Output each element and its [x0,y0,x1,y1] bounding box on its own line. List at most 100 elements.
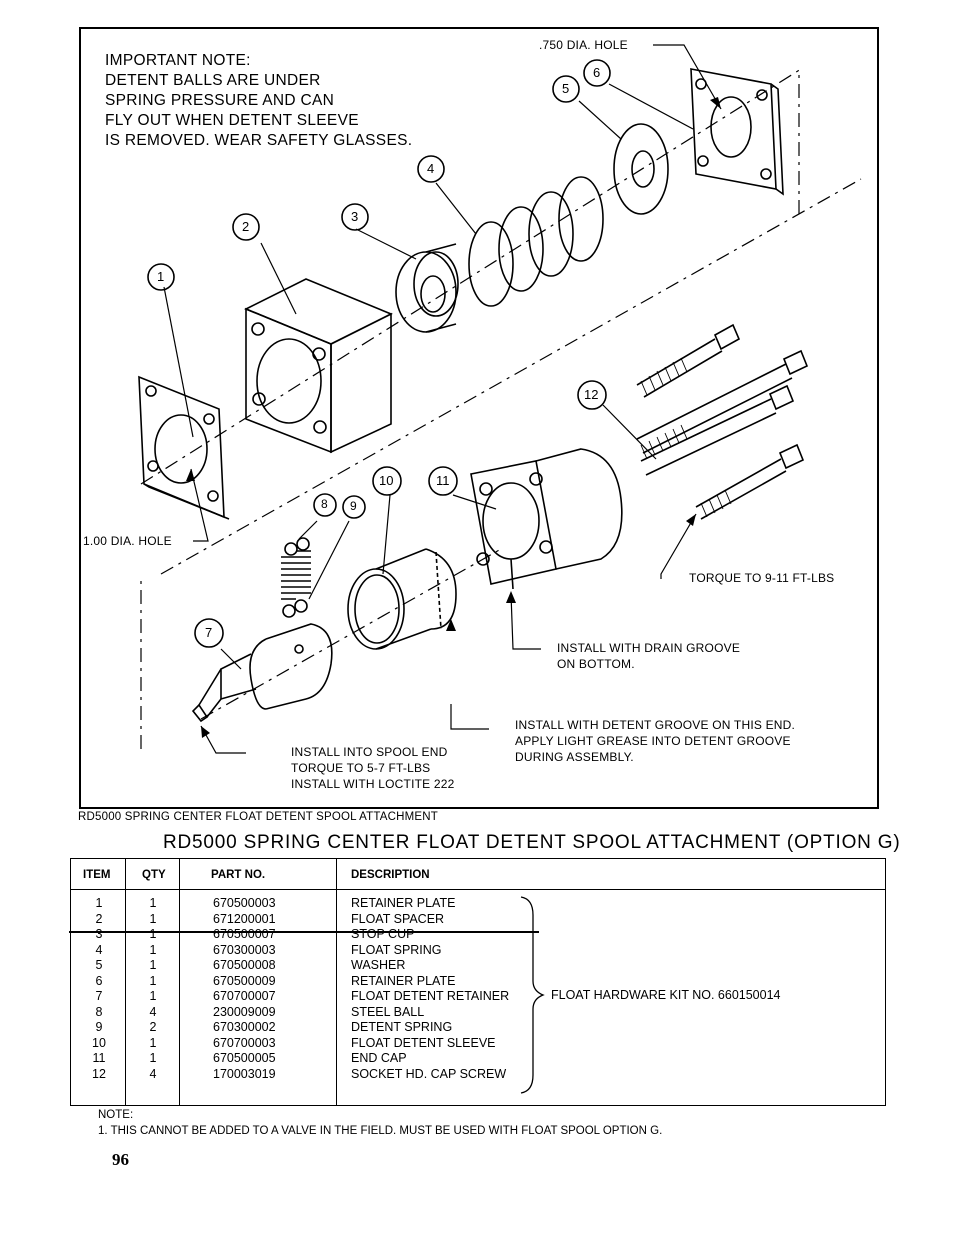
balloon-9: 9 [350,499,357,513]
cell-desc: END CAP [351,1051,407,1065]
cell-qty: 1 [149,911,157,926]
callout-100-hole: 1.00 DIA. HOLE [83,534,172,548]
callout-line: INSTALL WITH DRAIN GROOVE [557,641,741,655]
balloon-1: 1 [157,269,165,284]
cell-qty: 1 [149,989,157,1003]
callout-line: INSTALL WITH DETENT GROOVE ON THIS END. [515,718,796,732]
header-description: DESCRIPTION [351,869,430,881]
table-row: 10 1 670700003 FLOAT DETENT SLEEVE [71,1036,531,1052]
cell-part: 670300002 [213,1020,276,1034]
footer-note-line: 1. THIS CANNOT BE ADDED TO A VALVE IN TH… [98,1125,663,1137]
arrow-heads [186,97,721,738]
cell-item: 1 [95,896,103,910]
cell-desc: WASHER [351,958,406,972]
callout-line: INSTALL INTO SPOOL END [291,745,448,759]
header-item: ITEM [83,869,111,881]
cell-qty: 1 [149,1051,157,1065]
cell-desc: RETAINER PLATE [351,896,456,910]
callout-line: DURING ASSEMBLY. [515,750,634,764]
callout-750-hole: .750 DIA. HOLE [539,38,628,52]
page-title: RD5000 SPRING CENTER FLOAT DETENT SPOOL … [163,832,901,853]
exploded-view-drawing: IMPORTANT NOTE: DETENT BALLS ARE UNDER S… [79,27,879,809]
part-4-float-spring [468,176,604,307]
table-row: 8 4 230009009 STEEL BALL [71,1005,531,1021]
important-note-line: IS REMOVED. WEAR SAFETY GLASSES. [105,132,413,149]
balloon-12: 12 [584,387,599,402]
part-3-stop-cup [395,243,459,333]
parts-8-9-balls-springs [281,537,311,618]
parts-illustration [138,44,862,754]
cell-part: 671200001 [213,911,276,926]
cell-item: 4 [95,942,103,957]
cell-part: 670700003 [213,1035,276,1050]
cell-desc: FLOAT SPRING [351,942,442,957]
callout-line: ON BOTTOM. [557,657,635,671]
cell-qty: 1 [149,1035,157,1050]
important-note-line: SPRING PRESSURE AND CAN [105,92,335,109]
part-10-detent-sleeve [347,548,457,650]
kit-label: FLOAT HARDWARE KIT NO. 660150014 [551,988,781,1002]
part-11-end-cap [470,448,623,590]
callout-line: TORQUE TO 5-7 FT-LBS [291,761,431,775]
cell-desc: RETAINER PLATE [351,973,456,988]
item-balloons [147,59,611,648]
balloon-10: 10 [379,473,394,488]
balloon-8: 8 [321,497,328,511]
cell-item: 6 [95,973,103,988]
balloon-6: 6 [593,65,601,80]
table-row: 2 1 671200001 FLOAT SPACER [71,912,531,928]
centerlines [140,68,862,749]
cell-qty: 1 [149,896,157,910]
cell-desc: FLOAT SPACER [351,911,445,926]
callout-line: INSTALL WITH LOCTITE 222 [291,777,455,791]
cell-part: 670500005 [213,1051,276,1065]
important-note-line: FLY OUT WHEN DETENT SLEEVE [105,112,359,129]
balloon-3: 3 [351,209,359,224]
kit-bracket [520,896,545,1094]
cell-item: 7 [95,989,103,1003]
cell-item: 10 [92,1035,106,1050]
callout-detent-groove: INSTALL WITH DETENT GROOVE ON THIS END. … [515,717,795,765]
footer-note-heading: NOTE: [98,1109,134,1121]
part-2-float-spacer [244,278,393,454]
drawing-caption: RD5000 SPRING CENTER FLOAT DETENT SPOOL … [78,811,438,823]
cell-desc: SOCKET HD. CAP SCREW [351,1066,507,1081]
cell-desc: STOP CUP [351,927,415,941]
part-7-detent-retainer [191,623,333,723]
cell-qty: 4 [149,1066,157,1081]
column-divider [179,859,180,1105]
cell-item: 2 [95,911,103,926]
callout-torque-screws: TORQUE TO 9-11 FT-LBS [689,571,835,585]
cell-desc: FLOAT DETENT RETAINER [351,989,510,1003]
cell-desc: FLOAT DETENT SLEEVE [351,1035,496,1050]
cell-part: 230009009 [213,1004,276,1019]
header-part-no: PART NO. [211,869,266,881]
cell-item: 8 [95,1004,103,1019]
important-note-line: DETENT BALLS ARE UNDER [105,72,321,89]
balloon-7: 7 [205,625,213,640]
cell-qty: 4 [149,1004,157,1019]
callout-line: APPLY LIGHT GREASE INTO DETENT GROOVE [515,734,791,748]
cell-desc: DETENT SPRING [351,1020,453,1034]
balloon-4: 4 [427,161,435,176]
part-5-washer [613,123,669,215]
part-6-retainer-plate [690,68,784,196]
part-1-retainer-plate [138,375,230,520]
strike-through-line [69,931,539,933]
cell-desc: STEEL BALL [351,1004,425,1019]
cell-qty: 2 [149,1020,157,1034]
footer-note: NOTE: 1. THIS CANNOT BE ADDED TO A VALVE… [98,1107,662,1139]
callout-drain-groove: INSTALL WITH DRAIN GROOVE ON BOTTOM. [557,640,740,672]
cell-qty: 1 [149,973,157,988]
cell-part: 670500009 [213,973,276,988]
cell-qty: 1 [149,927,157,941]
cell-qty: 1 [149,958,157,972]
